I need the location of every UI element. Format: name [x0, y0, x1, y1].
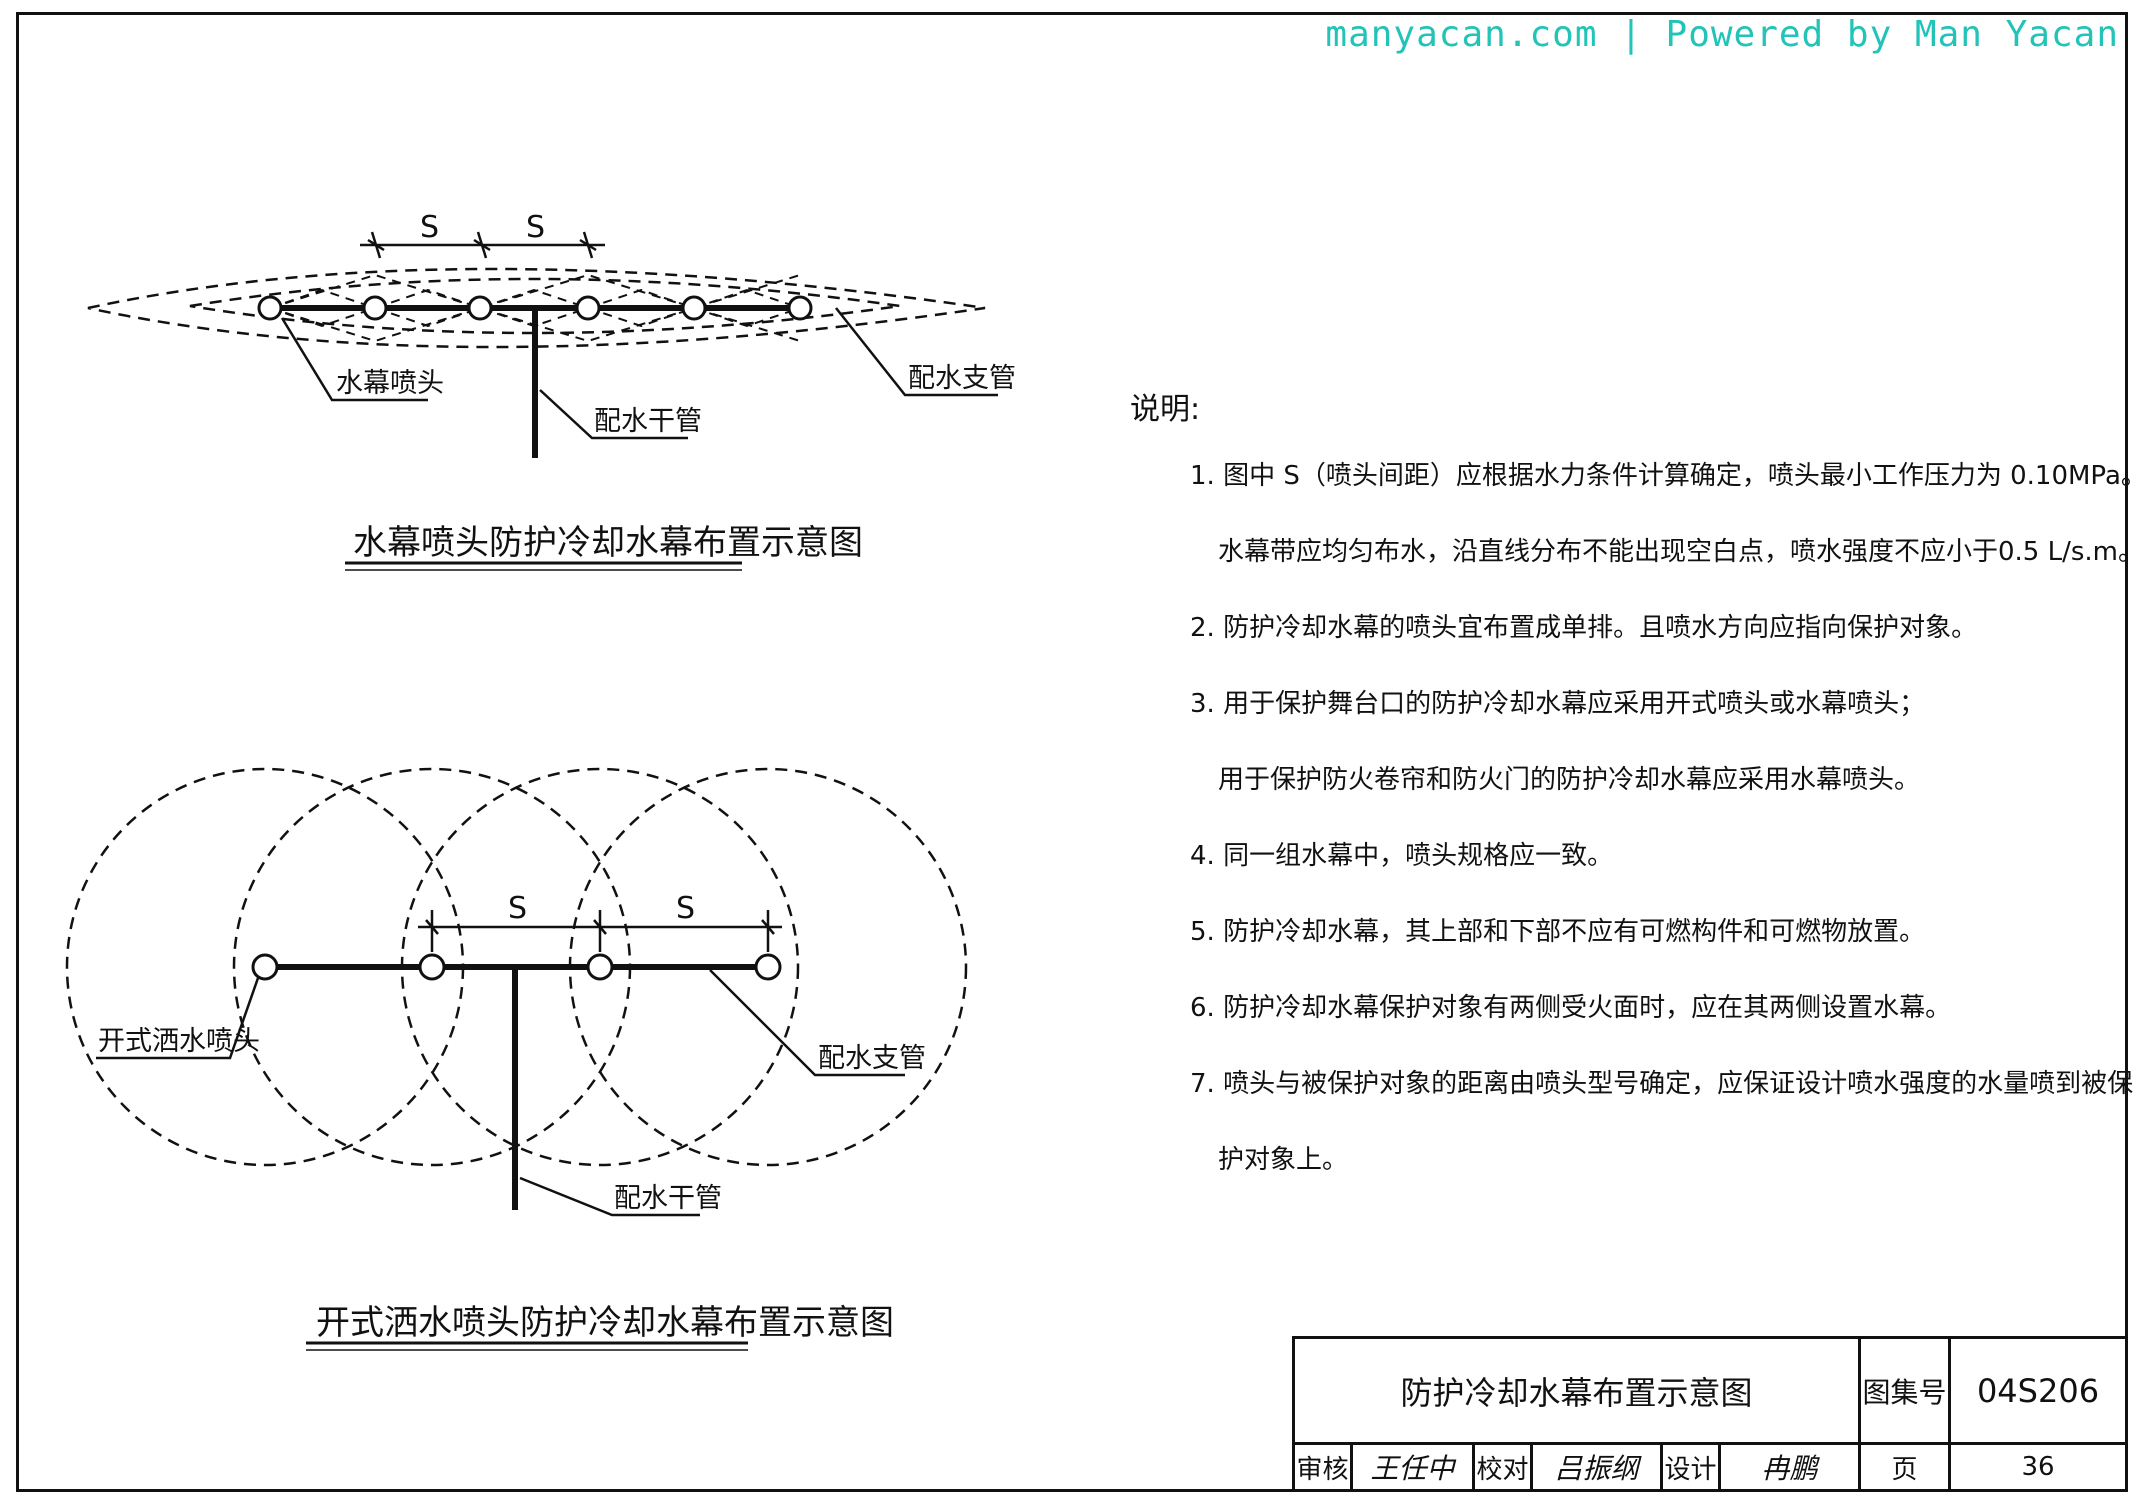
note-text: 4. 同一组水幕中，喷头规格应一致。 — [1190, 841, 1614, 871]
bottom-nozzles — [251, 953, 782, 981]
note-text: 3. 用于保护舞台口的防护冷却水幕应采用开式喷头或水幕喷头； — [1190, 689, 1926, 719]
bottom-branch-label: 配水支管 — [818, 1043, 926, 1074]
bottom-spacing-label-1: S — [508, 891, 527, 926]
top-caption: 水幕喷头防护冷却水幕布置示意图 — [353, 523, 863, 563]
watermark: manyacan.com | Powered by Man Yacan — [1325, 14, 2119, 55]
note-text: 5. 防护冷却水幕，其上部和下部不应有可燃构件和可燃物放置。 — [1190, 917, 1926, 947]
top-nozzle-leader — [280, 317, 428, 402]
atlas-label: 图集号 — [1861, 1339, 1951, 1445]
note-continuation: 水幕带应均匀布水，沿直线分布不能出现空白点，喷水强度不应小于0.5 L/s.m。 — [1218, 537, 2143, 567]
bottom-nozzle-label: 开式洒水喷头 — [98, 1026, 260, 1057]
top-main-label: 配水干管 — [594, 406, 702, 437]
top-spacing-label-1: S — [420, 210, 439, 245]
nozzle — [362, 295, 388, 321]
top-spacing-label-2: S — [526, 210, 545, 245]
nozzle — [418, 953, 446, 981]
note-continuation: 用于保护防火卷帘和防火门的防护冷却水幕应采用水幕喷头。 — [1218, 765, 1921, 795]
nozzle — [467, 295, 493, 321]
review-signature: 王任中 — [1353, 1445, 1475, 1489]
bottom-dimension-line — [418, 910, 782, 952]
top-nozzle-label: 水幕喷头 — [336, 368, 444, 399]
atlas-number: 04S206 — [1951, 1339, 2125, 1445]
note-item: 3. 用于保护舞台口的防护冷却水幕应采用开式喷头或水幕喷头； 用于保护防火卷帘和… — [1190, 684, 2030, 800]
check-label: 校对 — [1475, 1445, 1533, 1489]
title-block: 防护冷却水幕布置示意图 图集号 04S206 审核 王任中 校对 吕振纲 设计 … — [1292, 1336, 2128, 1492]
note-text: 2. 防护冷却水幕的喷头宜布置成单排。且喷水方向应指向保护对象。 — [1190, 613, 1978, 643]
nozzle — [251, 953, 279, 981]
page-label: 页 — [1861, 1445, 1951, 1489]
note-item: 5. 防护冷却水幕，其上部和下部不应有可燃构件和可燃物放置。 — [1190, 912, 2030, 952]
design-signature: 冉鹏 — [1721, 1445, 1861, 1489]
top-spray-envelope-outer — [87, 267, 986, 349]
note-item: 2. 防护冷却水幕的喷头宜布置成单排。且喷水方向应指向保护对象。 — [1190, 608, 2030, 648]
top-branch-leader — [835, 307, 998, 397]
bottom-main-leader — [519, 1176, 700, 1217]
bottom-branch-leader — [709, 969, 905, 1077]
note-continuation: 护对象上。 — [1218, 1145, 1349, 1175]
note-text: 7. 喷头与被保护对象的距离由喷头型号确定，应保证设计喷水强度的水量喷到被保 — [1190, 1069, 2134, 1099]
top-main-leader — [539, 389, 688, 440]
nozzle — [257, 295, 283, 321]
check-signature: 吕振纲 — [1533, 1445, 1663, 1489]
bottom-nozzle-leader — [96, 977, 260, 1060]
note-item: 7. 喷头与被保护对象的距离由喷头型号确定，应保证设计喷水强度的水量喷到被保 护… — [1190, 1064, 2133, 1180]
note-item: 4. 同一组水幕中，喷头规格应一致。 — [1190, 836, 2030, 876]
top-spray-envelope-inner — [189, 277, 901, 335]
nozzle — [681, 295, 707, 321]
top-branch-label: 配水支管 — [908, 363, 1016, 394]
note-text: 1. 图中 S（喷头间距）应根据水力条件计算确定，喷头最小工作压力为 0.10M… — [1190, 461, 2143, 491]
drawing-frame — [16, 12, 2128, 1492]
nozzle — [787, 295, 813, 321]
top-dimension-line — [360, 231, 605, 259]
approval-row: 审核 王任中 校对 吕振纲 设计 冉鹏 页 36 — [1295, 1445, 2125, 1489]
notes-section: 说明: 1. 图中 S（喷头间距）应根据水力条件计算确定，喷头最小工作压力为 0… — [1130, 390, 2143, 1216]
drawing-title: 防护冷却水幕布置示意图 — [1295, 1339, 1861, 1445]
review-label: 审核 — [1295, 1445, 1353, 1489]
note-text: 6. 防护冷却水幕保护对象有两侧受火面时，应在其两侧设置水幕。 — [1190, 993, 1952, 1023]
bottom-diagram: S S 开式洒水喷头 配水支管 配水干管 开式洒水喷头防护冷却水幕布置示意图 — [65, 767, 968, 1351]
page-number: 36 — [2021, 1452, 2055, 1482]
note-item: 1. 图中 S（喷头间距）应根据水力条件计算确定，喷头最小工作压力为 0.10M… — [1190, 456, 2143, 572]
design-label: 设计 — [1663, 1445, 1721, 1489]
nozzle — [575, 295, 601, 321]
nozzle — [754, 953, 782, 981]
top-nozzles — [257, 295, 813, 321]
nozzle — [586, 953, 614, 981]
bottom-spacing-label-2: S — [676, 891, 695, 926]
bottom-main-label: 配水干管 — [614, 1183, 722, 1214]
top-diagram: S S 水幕喷头 配水支管 配水干管 水幕喷头防护冷却水幕布置示意图 — [87, 210, 1016, 571]
bottom-caption: 开式洒水喷头防护冷却水幕布置示意图 — [316, 1303, 894, 1343]
note-item: 6. 防护冷却水幕保护对象有两侧受火面时，应在其两侧设置水幕。 — [1190, 988, 2030, 1028]
notes-title: 说明: — [1130, 392, 1201, 427]
